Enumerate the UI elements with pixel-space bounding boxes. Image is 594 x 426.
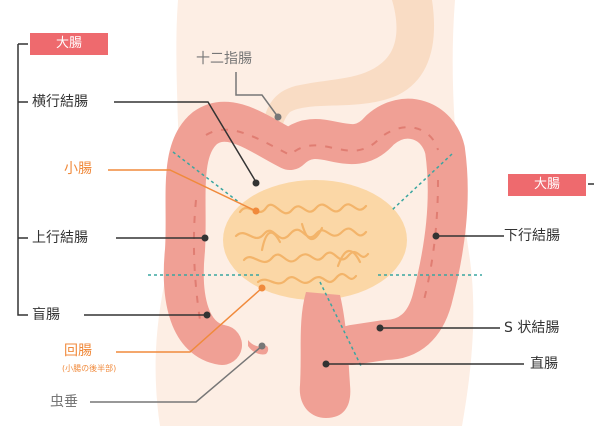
chuusui-label: 虫垂	[50, 395, 78, 409]
dot-juunishichou	[275, 114, 282, 121]
s-ketchou-label: S 状結腸	[504, 321, 559, 335]
daichou-badge-left: 大腸	[30, 33, 108, 55]
daichou-badge-right: 大腸	[508, 174, 586, 196]
chokuchou-label: 直腸	[530, 357, 558, 371]
dot-s	[377, 325, 384, 332]
dot-joukou	[202, 235, 209, 242]
juunishichou-label: 十二指腸	[196, 52, 252, 66]
small-intestine-shape	[223, 180, 407, 300]
kaichou-note-label: (小腸の後半部)	[62, 365, 116, 373]
dot-chokuchou	[323, 361, 330, 368]
joukou-ketchou-label: 上行結腸	[32, 231, 88, 245]
kaichou-label: 回腸	[64, 344, 92, 358]
dot-chuusui	[259, 343, 266, 350]
dot-kakou	[433, 233, 440, 240]
rectum-shape	[300, 292, 351, 418]
oukou-ketchou-label: 横行結腸	[32, 95, 88, 109]
dot-shouchou	[253, 208, 260, 215]
dot-mouchou	[204, 312, 211, 319]
kakou-ketchou-label: 下行結腸	[504, 229, 560, 243]
dot-oukou	[253, 180, 260, 187]
mouchou-label: 盲腸	[32, 308, 60, 322]
shouchou-label: 小腸	[64, 162, 92, 176]
dot-kaichou	[259, 285, 266, 292]
